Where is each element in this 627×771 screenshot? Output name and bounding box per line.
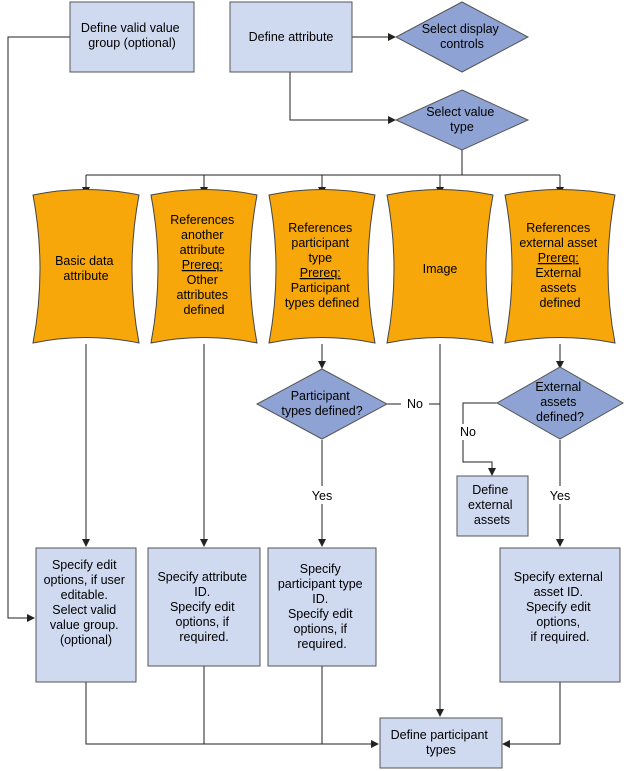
text-specify-attribute-id: Specify attribute ID. Specify edit optio… xyxy=(157,570,250,644)
text-define-participant-types: Define participant types xyxy=(391,728,492,757)
text-basic-data-attribute: Basic data attribute xyxy=(55,254,117,283)
edge-spec-ext-define-part xyxy=(502,682,561,748)
node-external-assets-defined xyxy=(495,366,625,440)
label-yes-participant: Yes xyxy=(312,489,332,503)
text-references-external: References external asset Prereq: Extern… xyxy=(519,221,600,310)
text-specify-participant-id: Specify participant type ID. Specify edi… xyxy=(278,562,366,651)
text-define-group: Define valid value group (optional) xyxy=(81,21,183,50)
node-specify-edit-options xyxy=(35,547,137,683)
node-image xyxy=(386,189,494,344)
label-no-participant: No xyxy=(407,397,423,411)
text-specify-external-asset-id: Specify external asset ID. Specify edit … xyxy=(514,570,606,644)
node-select-display xyxy=(394,1,530,73)
node-define-group xyxy=(69,1,195,73)
text-specify-edit-options: Specify edit options, if user editable. … xyxy=(44,558,129,647)
text-define-attribute: Define attribute xyxy=(249,30,334,44)
node-define-external-assets xyxy=(456,475,529,537)
node-specify-participant-id xyxy=(267,547,377,667)
node-select-value-type xyxy=(394,89,530,151)
node-references-attribute xyxy=(150,189,258,344)
text-select-value-type: Select value type xyxy=(426,105,498,134)
edge-valuetype-bus xyxy=(86,150,560,176)
text-references-attribute: References another attribute Prereq: Oth… xyxy=(170,213,237,317)
text-image: Image xyxy=(423,262,458,276)
text-external-assets-defined: External assets defined? xyxy=(535,380,584,424)
node-references-external xyxy=(504,189,616,344)
node-basic-data-attribute xyxy=(32,189,140,344)
text-participant-types-defined: Participant types defined? xyxy=(281,389,362,418)
edge-group-to-spec-edit xyxy=(7,36,70,622)
label-yes-external: Yes xyxy=(550,489,570,503)
text-select-display: Select display controls xyxy=(422,22,503,51)
node-define-participant-types xyxy=(379,717,503,769)
node-references-participant xyxy=(268,189,376,344)
text-define-external-assets: Define external assets xyxy=(468,483,516,527)
node-specify-external-asset-id xyxy=(499,547,621,683)
edge-spec-edit-define-part xyxy=(85,682,379,748)
node-define-attribute xyxy=(229,1,353,73)
node-participant-types-defined xyxy=(255,368,389,440)
node-specify-attribute-id xyxy=(147,547,261,667)
text-references-participant: References participant type Prereq: Part… xyxy=(285,221,359,310)
label-no-external: No xyxy=(460,425,476,439)
edge-attribute-to-valuetype xyxy=(289,72,396,124)
edge-extq-no xyxy=(462,402,497,476)
